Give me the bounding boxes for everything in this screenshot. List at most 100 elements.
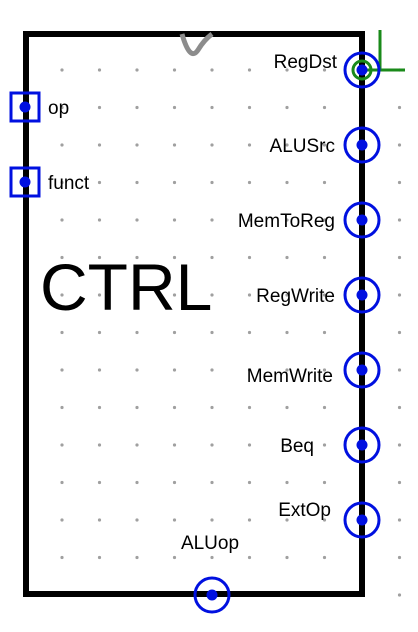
output-label-regdst: RegDst [274,52,338,73]
grid-dot [97,368,102,372]
grid-dot [210,293,214,297]
output-label-aluop: ALUop [181,533,239,554]
grid-dot [397,368,402,372]
grid-dot [97,443,102,447]
input-pin-funct[interactable] [9,166,41,198]
grid-dot [172,518,177,522]
grid-dot [97,105,102,110]
grid-dot [135,293,139,297]
grid-dot [285,255,289,260]
grid-dot [172,330,177,335]
grid-dot [97,143,102,147]
grid-dot [397,218,402,222]
output-pin-regwrite[interactable] [343,276,381,314]
grid-dot [135,180,139,185]
grid-dot [60,443,64,447]
grid-dot [322,480,327,485]
regdst-wire-joint [351,59,373,81]
grid-dot [285,180,289,185]
grid-dot [397,105,402,110]
grid-dot [60,68,64,72]
grid-dot [397,443,402,447]
grid-dot [172,218,177,222]
grid-dot [322,555,327,560]
grid-dot [285,555,289,560]
output-pin-alusrc[interactable] [343,126,381,164]
grid-dot [210,480,214,485]
grid-dot [172,143,177,147]
grid-dot [285,218,289,222]
grid-dot [210,255,214,260]
output-label-memwrite: MemWrite [247,366,333,387]
grid-dot [210,180,214,185]
input-label-funct: funct [48,173,90,194]
grid-dot [135,405,139,410]
output-pin-memwrite[interactable] [343,351,381,389]
grid-dot [135,443,139,447]
grid-dot [172,480,177,485]
grid-dot [285,368,289,372]
grid-dot [322,255,327,260]
grid-dot [397,293,402,297]
grid-dot [397,518,402,522]
grid-dot [172,443,177,447]
grid-dot [60,368,64,372]
grid-dot [97,68,102,72]
grid-dot [97,255,102,260]
grid-dot [60,143,64,147]
grid-dot [322,293,327,297]
grid-dot [322,518,327,522]
grid-dot [247,518,252,522]
grid-dot [322,68,327,72]
grid-dots [60,68,402,597]
output-pin-extop[interactable] [343,501,381,539]
output-pin-memtoreg[interactable] [343,201,381,239]
grid-dot [247,143,252,147]
grid-dot [210,405,214,410]
grid-dot [97,555,102,560]
grid-dot [210,330,214,335]
grid-dot [135,143,139,147]
grid-dot [210,443,214,447]
grid-dot [397,405,402,410]
grid-dot [247,405,252,410]
grid-dot [97,293,102,297]
grid-dot [135,480,139,485]
grid-dot [172,555,177,560]
input-pin-op[interactable] [9,91,41,123]
grid-dot [247,330,252,335]
grid-dot [210,68,214,72]
grid-dot [397,255,402,260]
grid-dot [210,218,214,222]
output-label-alusrc: ALUSrc [270,136,335,157]
grid-dot [97,180,102,185]
grid-dot [135,555,139,560]
grid-dot [210,518,214,522]
grid-dot [247,368,252,372]
grid-dot [60,255,64,260]
grid-dot [97,405,102,410]
grid-dot [135,218,139,222]
grid-dot [247,555,252,560]
grid-dot [210,555,214,560]
grid-dot [172,68,177,72]
grid-dot [172,293,177,297]
grid-dot [285,518,289,522]
grid-dot [135,330,139,335]
grid-dot [285,443,289,447]
grid-dot [322,330,327,335]
grid-dot [60,330,64,335]
grid-dot [285,480,289,485]
grid-dot [322,218,327,222]
output-pin-beq[interactable] [343,426,381,464]
output-pin-aluop[interactable] [193,576,231,614]
grid-dot [322,443,327,447]
grid-dot [397,593,402,597]
grid-dot [60,518,64,522]
grid-dot [60,480,64,485]
grid-dot [60,293,64,297]
grid-dot [135,105,139,110]
output-pin-regdst[interactable] [343,51,381,89]
grid-dot [210,368,214,372]
